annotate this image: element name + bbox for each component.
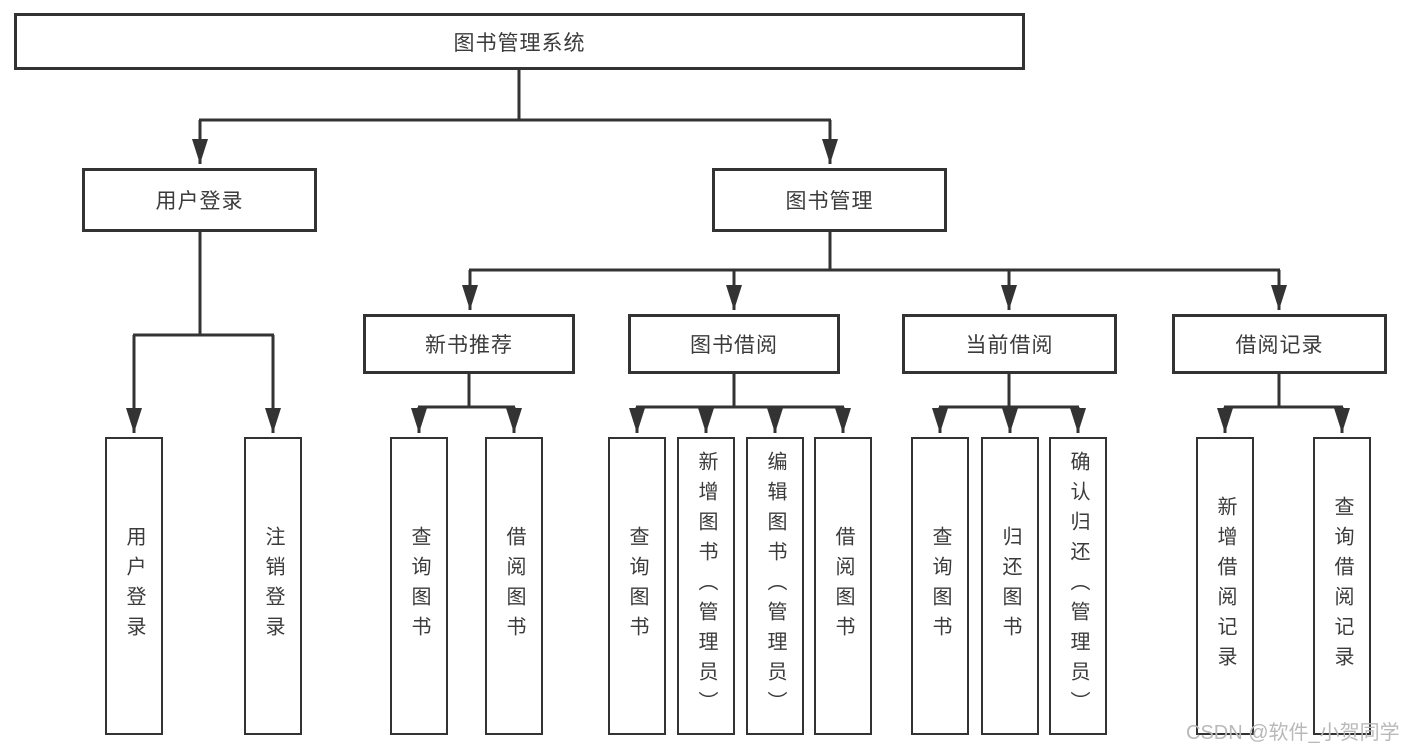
leaf-query-book-current: 查询图书 xyxy=(911,437,969,735)
leaf-return-book: 归还图书 xyxy=(981,437,1039,735)
leaf-label: 编辑图书（管理员） xyxy=(764,451,786,721)
node-label: 当前借阅 xyxy=(965,334,1054,357)
leaf-label: 用户登录 xyxy=(123,526,145,646)
leaf-label: 查询图书 xyxy=(929,526,951,646)
leaf-query-book-recommend: 查询图书 xyxy=(390,437,448,735)
leaf-label: 借阅图书 xyxy=(503,526,525,646)
node-label: 借阅记录 xyxy=(1235,334,1324,357)
node-book-management: 图书管理 xyxy=(712,168,947,232)
node-label: 新书推荐 xyxy=(425,334,513,357)
leaf-confirm-return-admin: 确认归还（管理员） xyxy=(1049,437,1107,735)
node-label: 用户登录 xyxy=(155,190,244,213)
leaf-label: 注销登录 xyxy=(262,526,284,646)
leaf-label: 归还图书 xyxy=(999,526,1021,646)
leaf-label: 确认归还（管理员） xyxy=(1067,451,1089,721)
node-label: 图书借阅 xyxy=(690,334,778,357)
leaf-label: 查询图书 xyxy=(408,526,430,646)
leaf-label: 查询借阅记录 xyxy=(1331,496,1353,676)
leaf-query-borrow-record: 查询借阅记录 xyxy=(1313,437,1371,735)
leaf-user-login: 用户登录 xyxy=(105,437,163,735)
leaf-label: 新增图书（管理员） xyxy=(695,451,717,721)
node-new-book-recommend: 新书推荐 xyxy=(363,314,575,374)
node-book-borrow: 图书借阅 xyxy=(628,314,840,374)
leaf-label: 查询图书 xyxy=(626,526,648,646)
leaf-label: 借阅图书 xyxy=(832,526,854,646)
leaf-edit-book-admin: 编辑图书（管理员） xyxy=(746,437,804,735)
node-label: 图书管理系统 xyxy=(453,31,586,55)
leaf-add-borrow-record: 新增借阅记录 xyxy=(1196,437,1254,735)
leaf-borrow-book-recommend: 借阅图书 xyxy=(485,437,543,735)
csdn-watermark: CSDN @软件_小贺同学 xyxy=(1186,722,1400,744)
leaf-logout: 注销登录 xyxy=(244,437,302,735)
leaf-borrow-book: 借阅图书 xyxy=(814,437,872,735)
leaf-query-book-borrow: 查询图书 xyxy=(608,437,666,735)
leaf-label: 新增借阅记录 xyxy=(1214,496,1236,676)
node-label: 图书管理 xyxy=(785,190,874,213)
node-root-system: 图书管理系统 xyxy=(14,13,1025,70)
node-borrow-records: 借阅记录 xyxy=(1172,314,1387,374)
leaf-add-book-admin: 新增图书（管理员） xyxy=(677,437,735,735)
node-user-login: 用户登录 xyxy=(82,168,317,232)
node-current-borrow: 当前借阅 xyxy=(902,314,1117,374)
